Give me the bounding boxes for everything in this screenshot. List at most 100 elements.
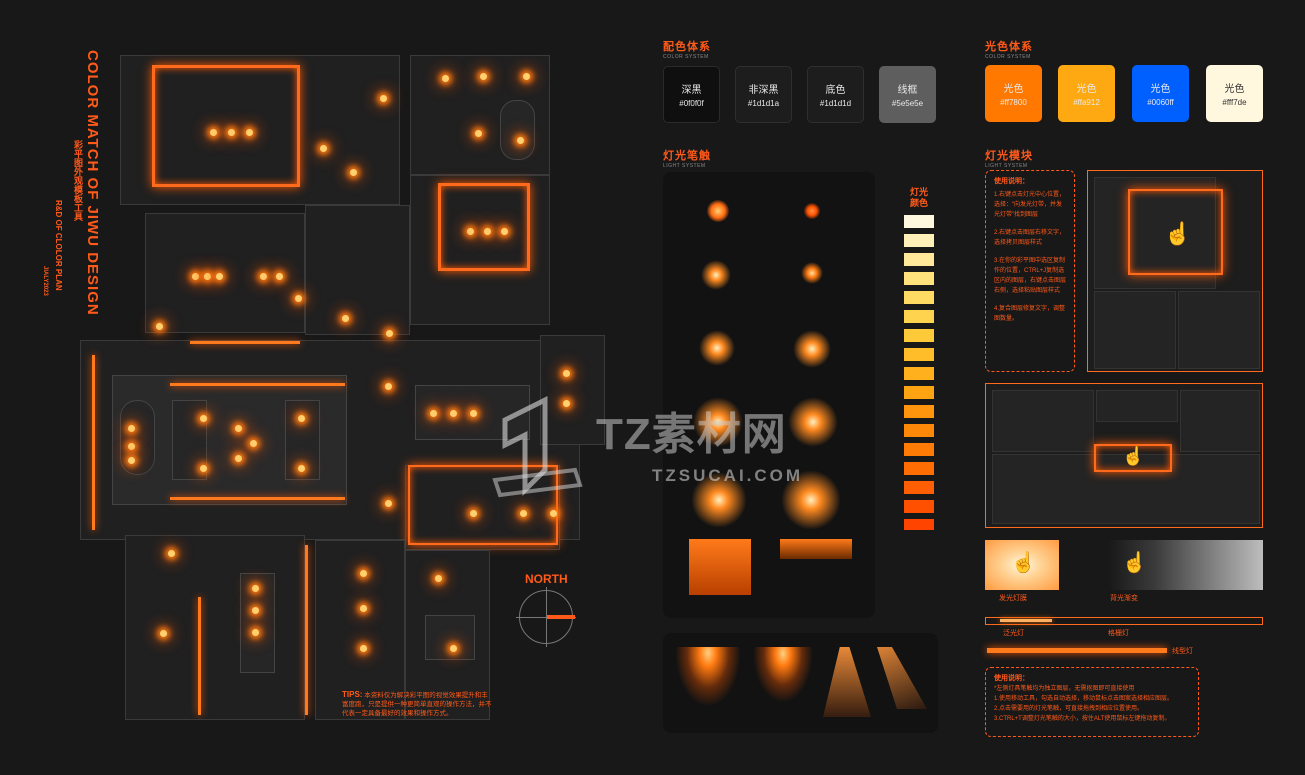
swatch-hex: #5e5e5e: [891, 99, 924, 108]
lamp: [484, 228, 491, 235]
lamp: [385, 500, 392, 507]
module-thumb-2[interactable]: ☝: [985, 383, 1263, 528]
angled-beam-icon[interactable]: [877, 647, 927, 709]
gradient-step[interactable]: [904, 367, 934, 380]
gradient-block[interactable]: [689, 539, 751, 595]
gradient-step[interactable]: [904, 519, 934, 530]
lamp: [360, 645, 367, 652]
star-flare-icon[interactable]: [701, 260, 731, 290]
linear-light-sample[interactable]: [987, 648, 1167, 653]
backlight-fade-label: 背光渐变: [1110, 595, 1138, 602]
lamp: [228, 129, 235, 136]
swatch-name: 线框: [897, 85, 918, 96]
swatch-base[interactable]: 底色 #1d1d1d: [807, 66, 864, 123]
lamp: [467, 228, 474, 235]
gradient-step[interactable]: [904, 500, 934, 513]
lamp: [480, 73, 487, 80]
wall-washer-beam-icon[interactable]: [823, 647, 871, 717]
ceiling-glow-1: [152, 65, 300, 187]
module-thumb-1[interactable]: ☝: [1087, 170, 1263, 372]
tips-text: 本资料仅为解决彩平图的视觉效果提升和丰富度跑，只是提供一种更简单直观的操作方法，…: [342, 692, 492, 717]
star-flare-icon[interactable]: [691, 472, 747, 528]
swatch-light-blue[interactable]: 光色 #0060ff: [1132, 65, 1189, 122]
gradient-step[interactable]: [904, 443, 934, 456]
light-color-label: 灯光颜色: [909, 187, 928, 208]
strip-track[interactable]: [985, 617, 1263, 625]
downlight-beam-icon[interactable]: [675, 647, 741, 707]
gradient-bar[interactable]: [780, 539, 852, 559]
star-flare-icon[interactable]: [693, 397, 743, 447]
gradient-step[interactable]: [904, 329, 934, 342]
color-system-title: 配色体系: [663, 41, 711, 53]
light-strip-6: [190, 341, 300, 344]
lamp: [517, 137, 524, 144]
lamp: [216, 273, 223, 280]
lamp: [298, 465, 305, 472]
grille-light-label: 格栅灯: [1108, 630, 1129, 637]
gradient-step[interactable]: [904, 291, 934, 304]
star-flare-icon[interactable]: [788, 397, 838, 447]
glow-film-label: 发光灯膜: [999, 595, 1027, 602]
swatch-name: 光色: [1076, 84, 1097, 95]
lamp: [200, 465, 207, 472]
lamp: [260, 273, 267, 280]
gradient-step[interactable]: [904, 234, 934, 247]
glow-film-sample[interactable]: ☝: [985, 540, 1059, 590]
swatch-name: 深黑: [681, 85, 702, 96]
usage-box-1: 使用说明： 1.右键点击灯光中心位置，选择：“向发光灯带，并发光灯带”找到图层 …: [985, 170, 1075, 372]
flood-light-label: 泛光灯: [1003, 630, 1024, 637]
north-label: NORTH: [525, 572, 568, 586]
usage-box-2: 使用说明： *左侧灯具笔触均为独立图层，无需抠图即可直接使用 1.使用移动工具，…: [985, 667, 1199, 737]
gradient-step[interactable]: [904, 462, 934, 475]
lamp: [380, 95, 387, 102]
light-brush-subtitle: LIGHT SYSTEM: [663, 163, 706, 169]
usage2-line: 2.点击需要用的灯光笔触，可直接拖拽到相应位置使用。: [994, 706, 1144, 712]
lamp: [470, 510, 477, 517]
gradient-step[interactable]: [904, 348, 934, 361]
hand-pointer-icon: ☝: [1011, 552, 1036, 574]
light-color-title: 光色体系: [985, 41, 1033, 53]
color-system-heading: 配色体系 COLOR SYSTEM: [663, 38, 711, 60]
hand-pointer-icon: ☝: [1122, 446, 1145, 466]
gradient-step[interactable]: [904, 424, 934, 437]
swatch-near-black[interactable]: 非深黑 #1d1d1a: [735, 66, 792, 123]
swatch-light-warm-white[interactable]: 光色 #fff7de: [1206, 65, 1263, 122]
gradient-step[interactable]: [904, 272, 934, 285]
lamp: [523, 73, 530, 80]
swatch-deep-black[interactable]: 深黑 #0f0f0f: [663, 66, 720, 123]
star-flare-icon[interactable]: [801, 262, 823, 284]
lamp: [252, 585, 259, 592]
light-module-subtitle: LIGHT SYSTEM: [985, 163, 1028, 169]
sofa-left: [120, 400, 155, 475]
backlight-fade-sample[interactable]: ☝: [1108, 540, 1263, 590]
light-strip-2: [170, 497, 345, 500]
lamp: [128, 457, 135, 464]
swatch-hex: #0f0f0f: [679, 99, 704, 108]
linear-light-label: 线型灯: [1172, 648, 1193, 655]
swatch-name: 非深黑: [748, 85, 779, 96]
watermark-text: TZ素材网: [596, 410, 787, 459]
star-flare-icon[interactable]: [781, 470, 841, 530]
star-flare-icon[interactable]: [699, 330, 735, 366]
swatch-line[interactable]: 线框 #5e5e5e: [879, 66, 936, 123]
gradient-step[interactable]: [904, 215, 934, 228]
swatch-light-amber[interactable]: 光色 #ffa912: [1058, 65, 1115, 122]
gradient-step[interactable]: [904, 405, 934, 418]
glow-dot-icon[interactable]: [707, 200, 729, 222]
gradient-step[interactable]: [904, 481, 934, 494]
lamp: [250, 440, 257, 447]
swatch-light-orange[interactable]: 光色 #ff7800: [985, 65, 1042, 122]
star-flare-icon[interactable]: [793, 330, 831, 368]
spotlight-beam-icon[interactable]: [753, 647, 813, 703]
lamp: [350, 169, 357, 176]
gradient-step[interactable]: [904, 253, 934, 266]
light-strip-5: [305, 545, 308, 715]
lamp: [252, 629, 259, 636]
lamp: [435, 575, 442, 582]
gradient-step[interactable]: [904, 310, 934, 323]
kitchen-glow: [408, 465, 558, 545]
swatch-hex: #1d1d1a: [747, 99, 780, 108]
gradient-step[interactable]: [904, 386, 934, 399]
glow-dot-icon[interactable]: [804, 203, 820, 219]
lamp: [475, 130, 482, 137]
